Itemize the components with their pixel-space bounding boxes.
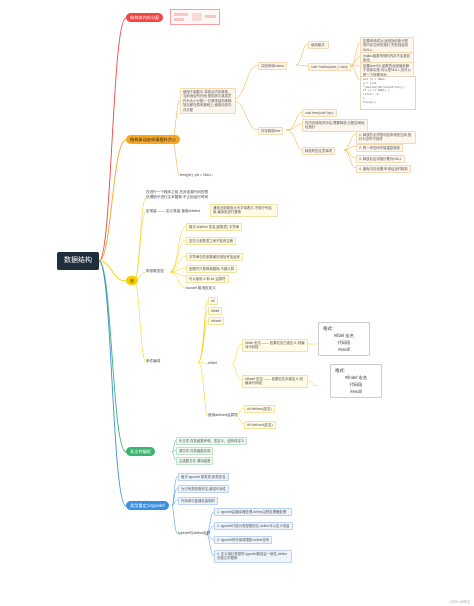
undef-node[interactable]: #undef 取消宏定义: [186, 286, 216, 290]
define-constant[interactable]: 宏常量 —— 定义常量,使用#define: [146, 209, 201, 213]
card-line: #endif: [350, 389, 362, 394]
branch-dynamic-alloc[interactable]: 结构体动态申请指针大小: [126, 135, 181, 144]
macro-item: 格式:#define 宏名(参数表) 字符串: [186, 223, 243, 232]
macro-function[interactable]: 带参数的宏: [146, 269, 164, 273]
vs-item: 2. typedef只能为类型取别名,define可以定义常量: [214, 522, 293, 531]
card-line: 代码段: [349, 382, 363, 387]
cond-formats[interactable]: #ifdef: [208, 361, 217, 365]
free-rule-2: 2. 同一块空间不能重复释放: [356, 144, 404, 153]
macro-item: 字符串中的参数最好用括号括起来: [186, 253, 243, 262]
free-node[interactable]: 内存释放free: [258, 127, 284, 136]
ifndef-desc: #ifndef 宏名 —— 如果宏名未被定义,则编译代码段: [242, 375, 308, 388]
card-line: 代码段: [337, 340, 351, 345]
conditional-compile[interactable]: 条件编译: [146, 359, 161, 363]
card-line: #ifdef 宏名: [334, 333, 354, 338]
card-title: 格式:: [335, 368, 346, 373]
macro-item: 可以使用 # 和 ## 运算符: [186, 275, 229, 284]
card-line: #endif: [338, 347, 350, 352]
dynamic-alloc-intro: 使用于函数中,将临近内存释放。当前地址所在地,使用其中某成员作为大小分配,一旦原…: [180, 88, 236, 115]
multi-file-item: 源文件:存放函数实现: [176, 447, 214, 456]
watermark: CSDN @博主: [449, 600, 470, 604]
multi-file-item: 头文件:存放函数声明、宏定义、结构体定义: [176, 437, 248, 446]
defined-operator[interactable]: 使用defined运算符: [208, 413, 238, 417]
typedef-vs-define[interactable]: typedef与define区别: [178, 531, 211, 535]
typedef-item: 格式:typedef 原类型 新类型名;: [178, 473, 230, 482]
macro-item: 宏名与参数表之间不能有空格: [186, 237, 237, 246]
malloc-signature: void *malloc(size_t size);: [308, 63, 352, 72]
typedef-item: 为已有类型取别名,增强可读性: [178, 485, 230, 494]
define-note: 通常全部使用大写字母表示,不带分号结束,编译前进行替换: [210, 204, 278, 217]
code-line: if (p == NULL) {: [363, 89, 390, 93]
malloc-example-label: 使用格式:: [308, 41, 329, 50]
branch-struct-memory[interactable]: 结构体内存分配: [126, 13, 164, 22]
code-line: free(p);: [363, 100, 377, 104]
typedef-item: 作用域与普通变量相同: [178, 497, 218, 506]
code-line: int *p = NULL;: [363, 78, 387, 81]
macro-intro: 在进行一个程序之前,先对该源代码的预处理指令进行文本替换,不占用运行时间: [146, 190, 209, 199]
free-rules-label: 释放时的注意事项: [302, 147, 336, 156]
free-rule-3: 3. 释放后应将指针置为NULL: [356, 155, 405, 164]
branch-multi-file[interactable]: 多文件编程: [126, 447, 155, 456]
code-line: p = (int *)malloc(10*sizeof(int));: [363, 81, 405, 89]
defined-item: #if defined(宏名): [244, 405, 275, 414]
malloc-code-example: int *p = NULL; p = (int *)malloc(10*size…: [360, 76, 416, 110]
vs-item: 1. typedef由编译器处理,define由预处理器处理: [214, 508, 292, 517]
ifndef-format-card: 格式: #ifndef 宏名 代码段 #endif: [330, 364, 382, 398]
malloc-node[interactable]: 动态申请malloc: [258, 62, 288, 71]
branch-macro[interactable]: 宏: [126, 276, 139, 285]
code-line: return -1;: [363, 93, 380, 97]
vs-item: 3. typedef有作用域限制,define没有: [214, 536, 273, 545]
ifdef-format-card: 格式: #ifdef 宏名 代码段 #endif: [318, 322, 370, 356]
cond-option-ifdef: #ifdef: [208, 307, 223, 316]
code-line: }: [363, 96, 365, 100]
card-line: #ifndef 宏名: [344, 375, 368, 380]
branch-typedef[interactable]: 类型重定义typedef: [126, 501, 169, 510]
vs-item: 4. 定义指针类型时,typedef能保证一致性,define仅做文本替换: [214, 550, 292, 563]
cond-option-ifndef: #ifndef: [208, 317, 225, 326]
root-node[interactable]: 数据结构: [57, 252, 99, 270]
struct-memory-image: [170, 9, 220, 25]
cond-option-if: #if: [208, 297, 218, 306]
defined-item: #if !defined(宏名): [244, 421, 276, 430]
free-signature: void free(void *ptr);: [302, 109, 337, 118]
multi-file-item: 主函数文件:调用函数: [176, 457, 214, 466]
ifdef-desc: #ifdef 宏名 —— 如果宏名已被定义,则编译代码段: [242, 339, 308, 352]
macro-item: 宏展开只是简单替换,不做计算: [186, 265, 238, 274]
free-rule-1: 1. 释放的必须是动态申请的空间,指针为空时不操作: [356, 131, 416, 144]
free-description: 在内存使用完毕后,需要释放,分配空间地址指针: [302, 119, 368, 132]
free-rule-4: 4. 避免内存泄漏,申请后及时释放: [356, 165, 411, 174]
free-null-note: free(ptr); ptr = NULL;: [180, 173, 214, 177]
card-title: 格式:: [323, 326, 334, 331]
